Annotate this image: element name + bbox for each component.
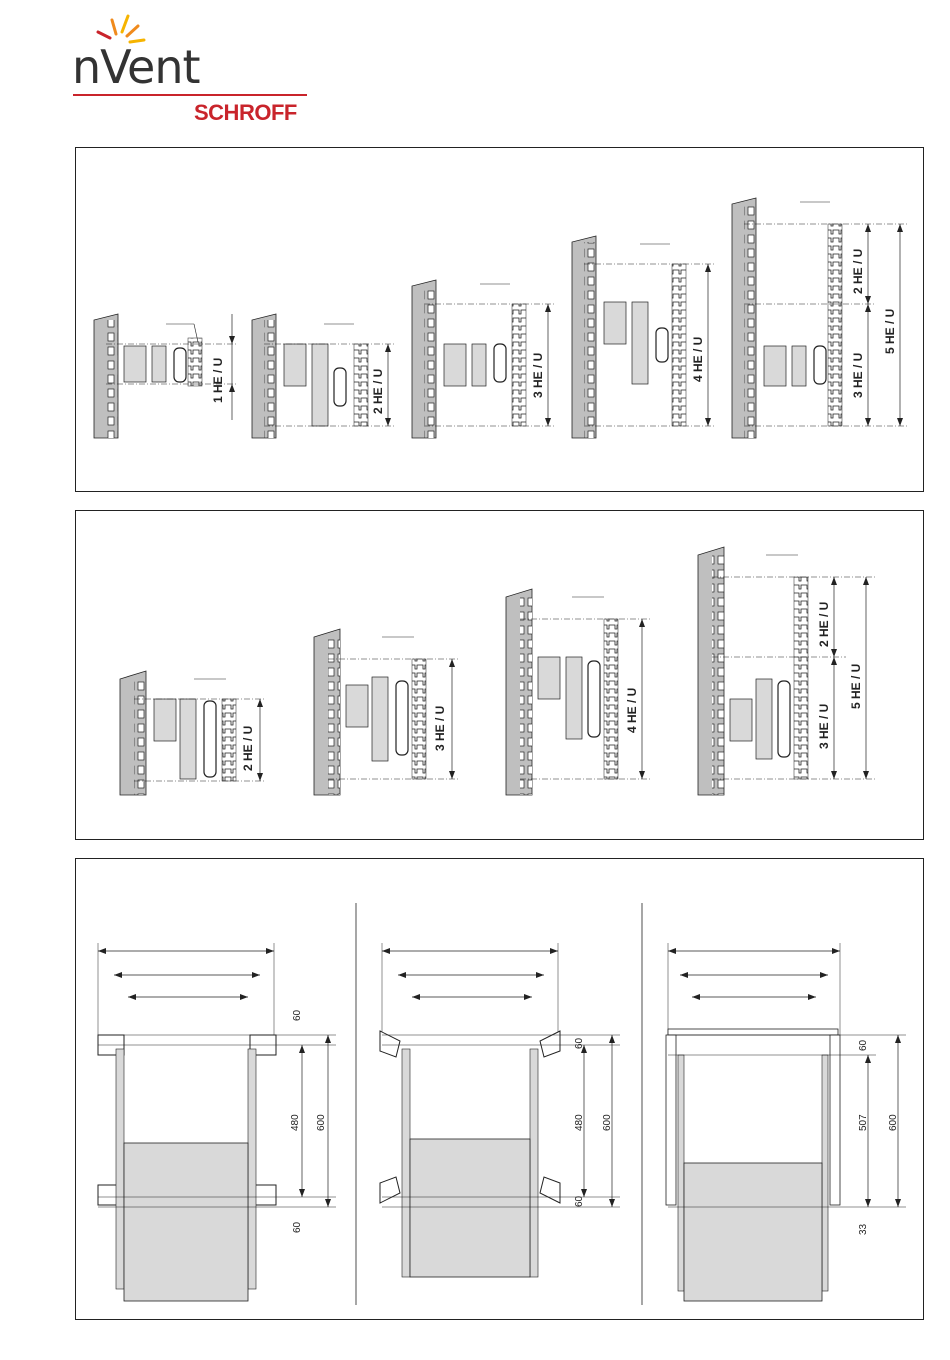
top-view-2: 60 480 600 60 (380, 943, 620, 1277)
top-view-3: 60 507 600 33 (666, 943, 906, 1301)
label-m5u-upper: 2 HE / U (817, 602, 831, 647)
label-1u: 1 HE / U (211, 358, 225, 403)
label-m3u: 3 HE / U (433, 706, 447, 751)
brand-name: nVent (72, 44, 200, 90)
label-m5u-lower: 3 HE / U (817, 704, 831, 749)
assembly-1u: 1 HE / U (94, 314, 236, 438)
dim-v3-outer: 600 (888, 1114, 899, 1131)
dim-v1-inner: 480 (290, 1114, 301, 1131)
panel-bottom-top-views: 60 480 600 60 (75, 858, 924, 1320)
assembly-m3u: 3 HE / U (314, 629, 460, 795)
dim-v2-outer: 600 (602, 1114, 613, 1131)
assembly-m4u: 4 HE / U (506, 589, 652, 795)
dim-v2-top: 60 (574, 1037, 585, 1049)
label-5u-lower: 3 HE / U (851, 353, 865, 398)
label-2u: 2 HE / U (371, 369, 385, 414)
panel-middle-drawing: 2 HE / U 3 HE / U (76, 511, 923, 839)
dim-v1-bottom: 60 (292, 1221, 303, 1233)
brand-rule (73, 94, 307, 96)
dim-v3-inner: 507 (858, 1114, 869, 1131)
dim-v3-bottom: 33 (858, 1223, 869, 1235)
panel-top-height-units: 1 HE / U 2 HE / U (75, 147, 924, 492)
top-view-1: 60 480 600 60 (98, 943, 336, 1301)
assembly-m2u: 2 HE / U (120, 671, 266, 795)
dim-v3-top: 60 (858, 1039, 869, 1051)
panel-bottom-drawing: 60 480 600 60 (76, 859, 923, 1319)
dim-v1-top: 60 (292, 1009, 303, 1021)
label-m5u-total: 5 HE / U (849, 664, 863, 709)
label-m2u: 2 HE / U (241, 726, 255, 771)
assembly-3u: 3 HE / U (412, 280, 556, 438)
label-5u-upper: 2 HE / U (851, 249, 865, 294)
assembly-m5u: 3 HE / U 2 HE / U 5 HE / U (698, 547, 876, 795)
dim-v2-bottom: 60 (574, 1195, 585, 1207)
dim-v2-inner: 480 (574, 1114, 585, 1131)
assembly-5u: 3 HE / U 2 HE / U 5 HE / U (732, 198, 908, 438)
brand-sub: SCHROFF (194, 100, 297, 126)
nvent-schroff-logo: nVent SCHROFF (70, 6, 320, 124)
assembly-4u: 4 HE / U (572, 236, 716, 438)
label-4u: 4 HE / U (691, 337, 705, 382)
label-3u: 3 HE / U (531, 353, 545, 398)
panel-top-drawing: 1 HE / U 2 HE / U (76, 148, 923, 491)
label-5u-total: 5 HE / U (883, 309, 897, 354)
assembly-2u: 2 HE / U (252, 314, 396, 438)
panel-middle-height-units: 2 HE / U 3 HE / U (75, 510, 924, 840)
label-m4u: 4 HE / U (625, 688, 639, 733)
dim-v1-outer: 600 (316, 1114, 327, 1131)
